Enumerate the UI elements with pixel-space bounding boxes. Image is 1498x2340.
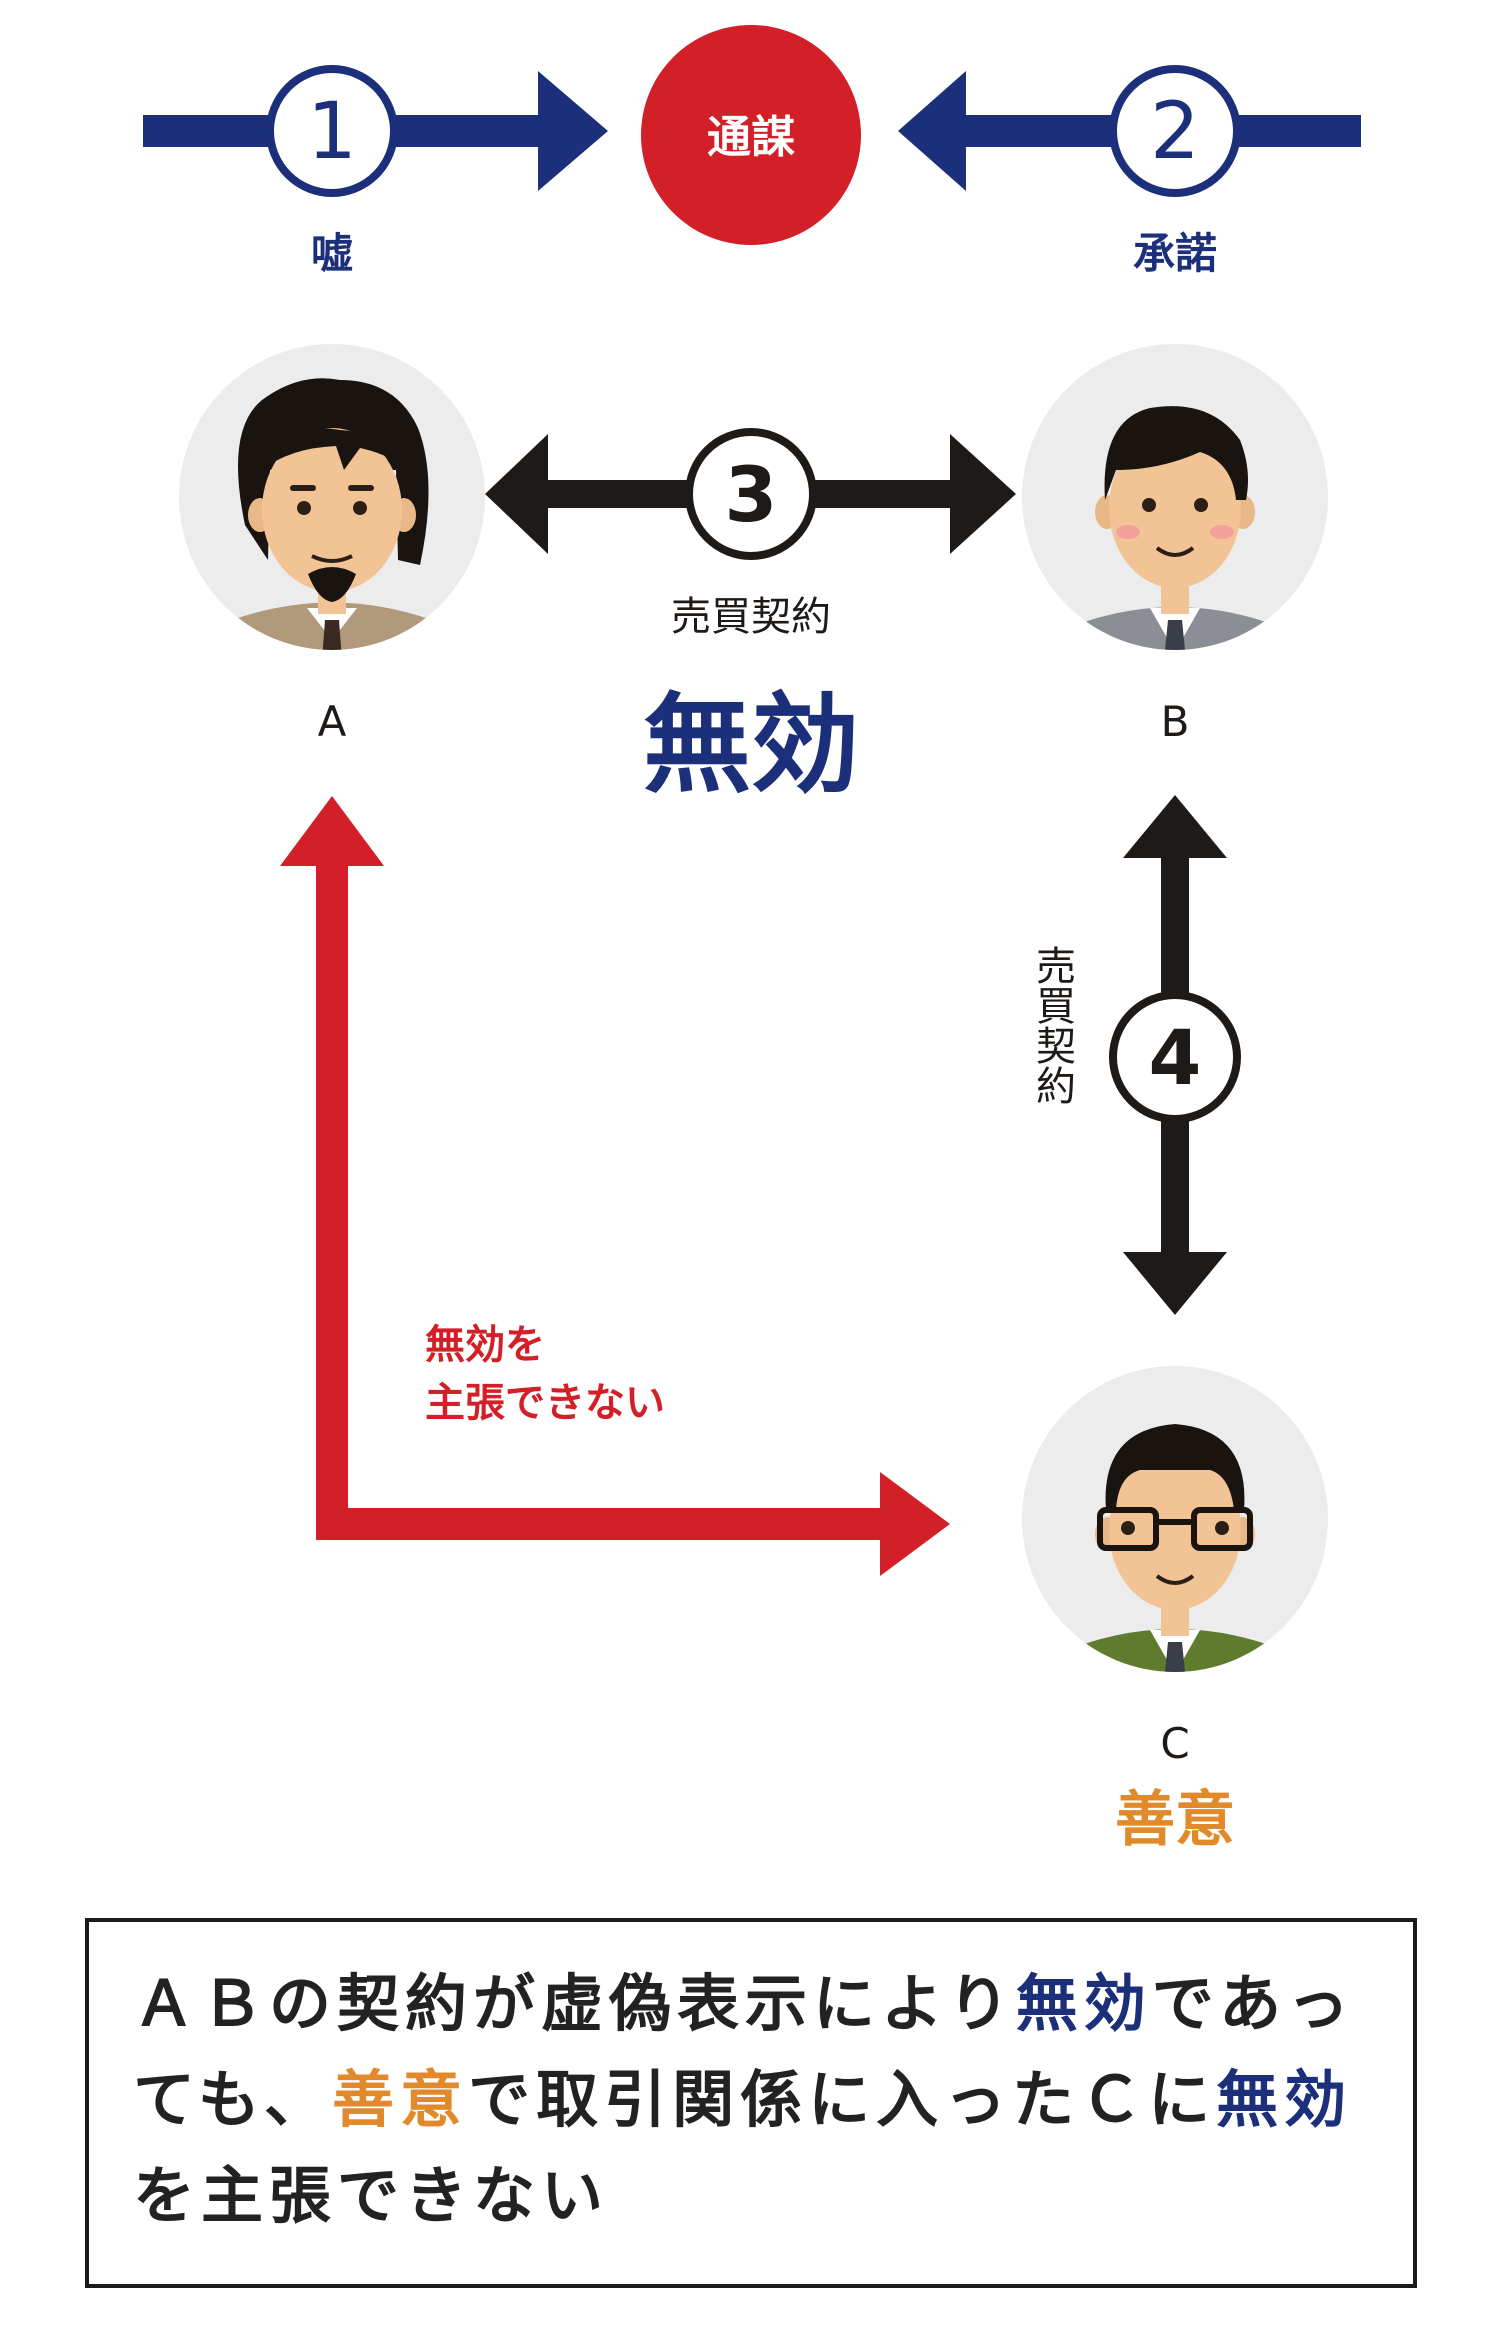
step-2-badge: 2: [1109, 65, 1241, 197]
collusion-node: 通謀: [641, 25, 861, 245]
step-2-label: 承諾: [1133, 229, 1217, 278]
step-4-badge: 4: [1109, 991, 1241, 1123]
step-4-number: 4: [1149, 1013, 1202, 1102]
status-invalid: 無効: [643, 683, 859, 808]
caption-part-4: を主張できない: [133, 2159, 610, 2232]
person-a-label: A: [318, 697, 347, 746]
short-hair-icon: [1104, 406, 1248, 500]
caption-part-2: であっても、: [133, 1967, 1356, 2136]
step-3-number: 3: [725, 450, 778, 539]
person-c-label: C: [1160, 1719, 1189, 1768]
step-4-label: 売買契約: [1029, 945, 1075, 1105]
person-b-label: B: [1161, 697, 1190, 746]
caption-part-3: で取引関係に入ったＣに: [468, 2063, 1217, 2136]
caption-highlight-invalid-1: 無効: [1015, 1967, 1152, 2040]
collusion-label: 通謀: [707, 112, 795, 163]
caption-part-1: ＡＢの契約が虚偽表示により: [133, 1967, 1016, 2040]
person-a-avatar: [179, 344, 485, 650]
caption-box: ＡＢの契約が虚偽表示により無効であっても、善意で取引関係に入ったＣに無効を主張で…: [85, 1918, 1417, 2288]
caption-text: ＡＢの契約が虚偽表示により無効であっても、善意で取引関係に入ったＣに無効を主張で…: [133, 1956, 1369, 2244]
arrow-cannot-assert: [280, 796, 950, 1576]
glasses-icon: [1097, 1507, 1253, 1551]
status-good-faith: 善意: [1115, 1785, 1235, 1855]
step-1-number: 1: [307, 87, 357, 177]
cannot-assert-line-1: 無効を: [425, 1322, 545, 1368]
caption-highlight-good-faith: 善意: [332, 2063, 469, 2136]
step-1-label: 嘘: [311, 229, 353, 278]
step-3-label: 売買契約: [671, 594, 831, 640]
long-hair-icon: [237, 378, 429, 565]
step-2-number: 2: [1150, 87, 1200, 177]
step-3-badge: 3: [685, 428, 817, 560]
caption-highlight-invalid-2: 無効: [1216, 2063, 1353, 2136]
person-c-avatar: [1022, 1366, 1328, 1672]
person-b-avatar: [1022, 344, 1328, 650]
cannot-assert-line-2: 主張できない: [425, 1380, 665, 1426]
step-1-badge: 1: [266, 65, 398, 197]
